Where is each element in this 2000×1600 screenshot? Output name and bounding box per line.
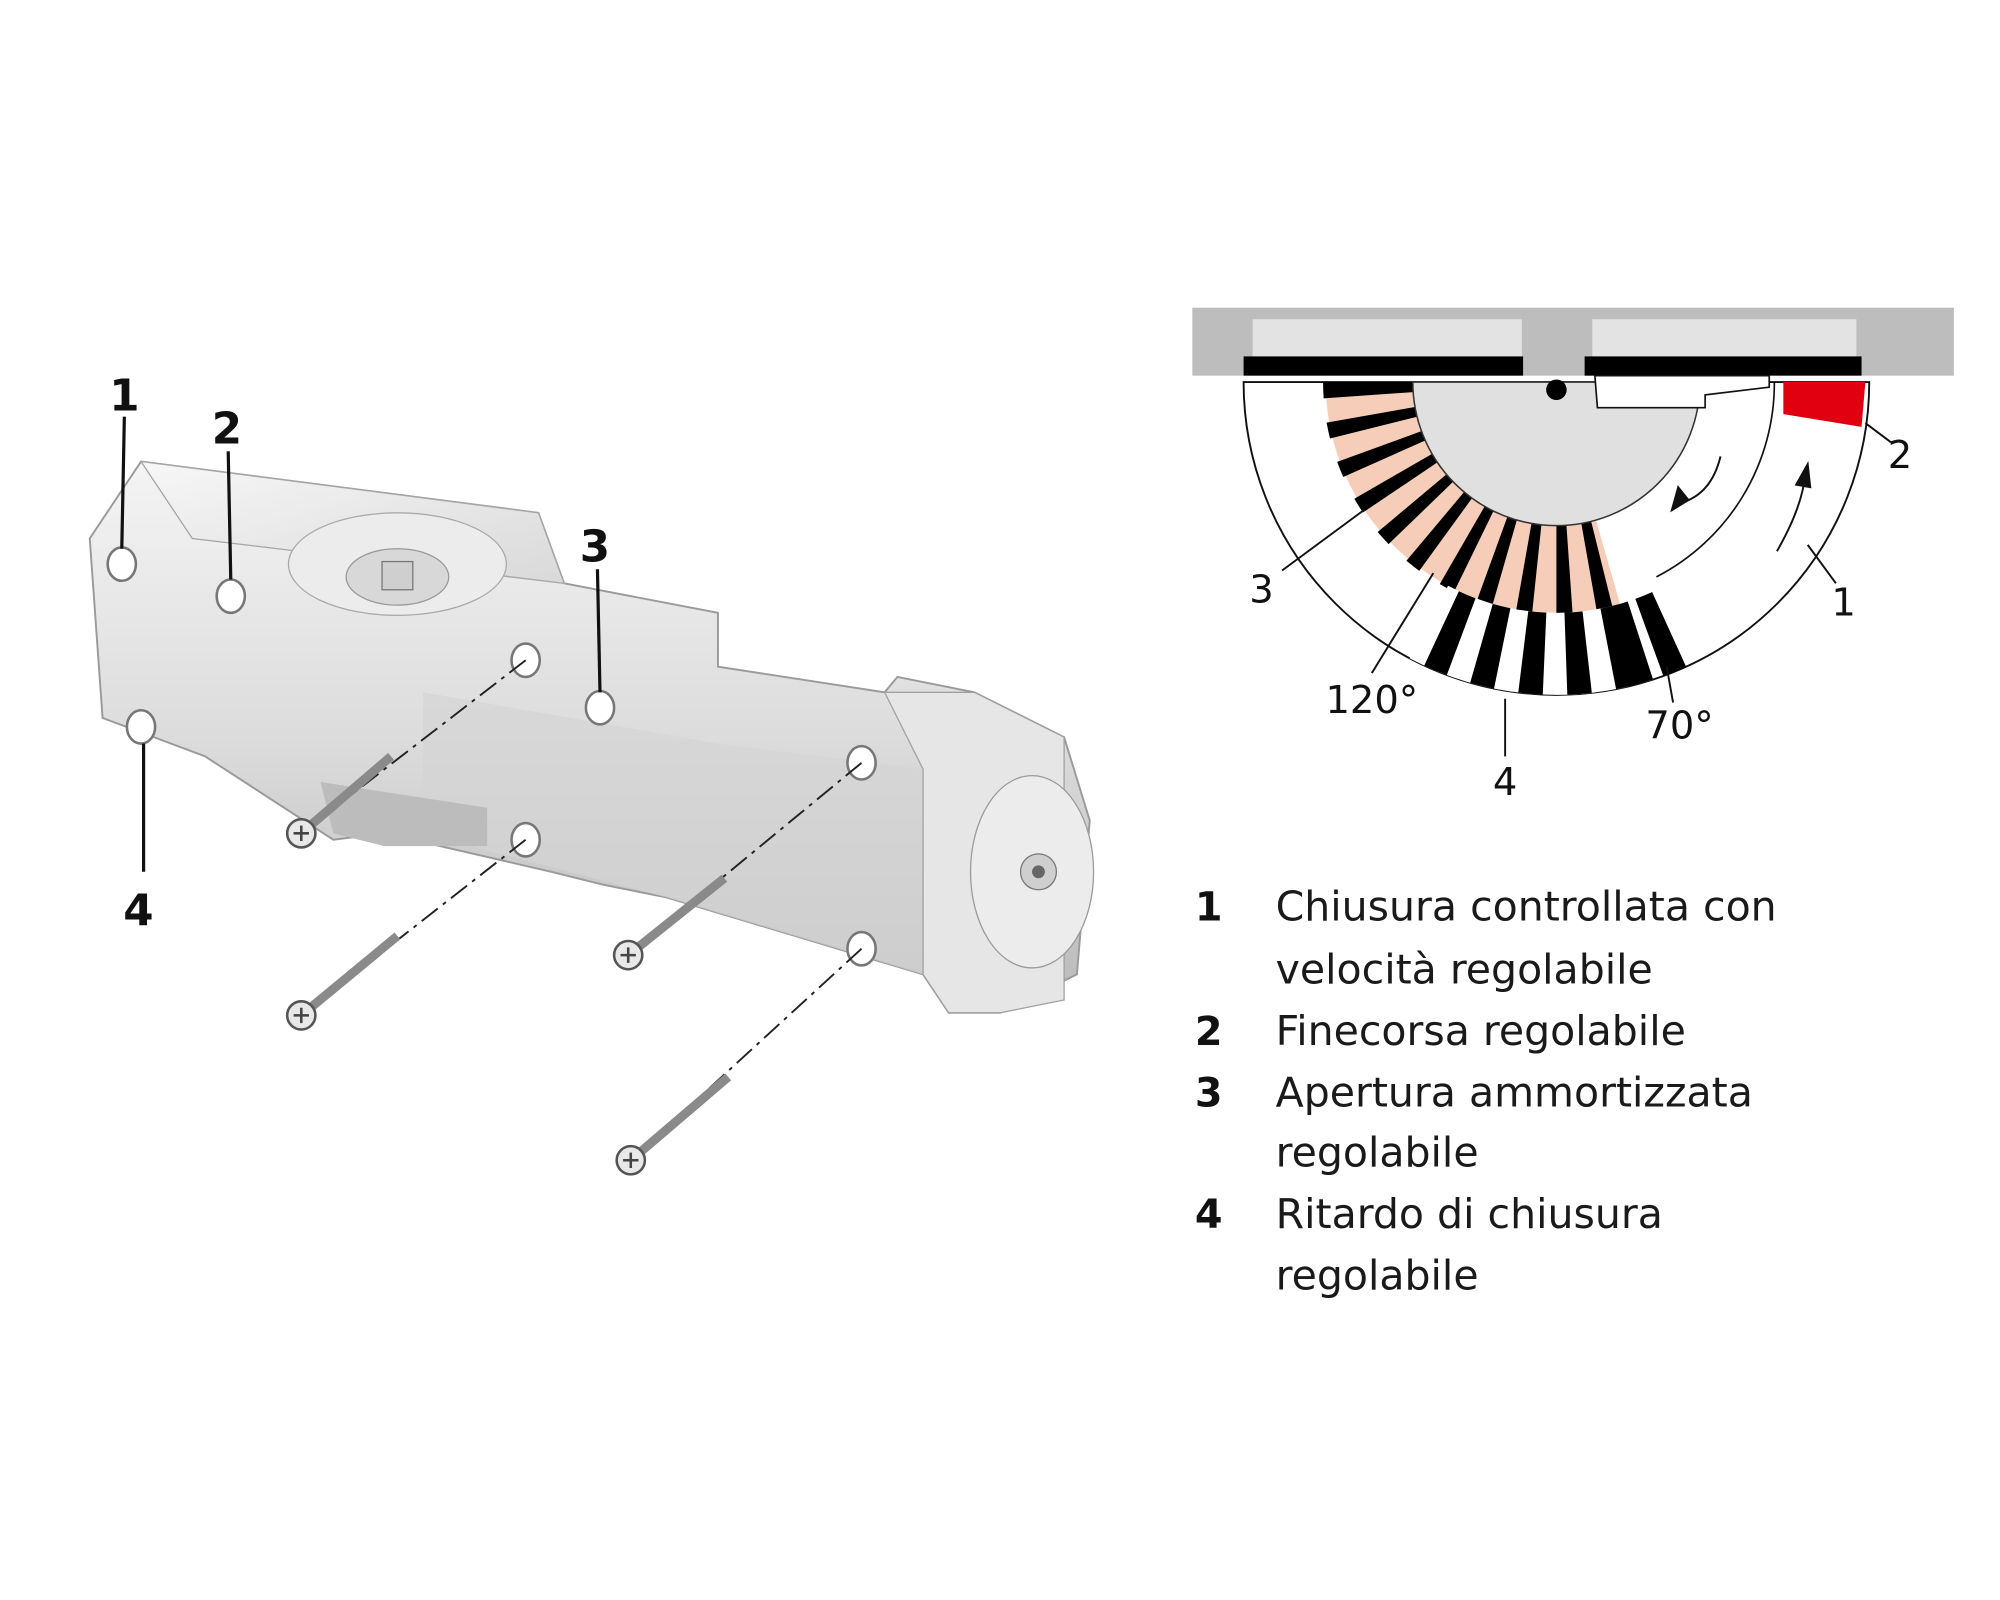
legend-text: regolabile [1276,1252,1479,1300]
cushion-stripe [1406,492,1473,571]
pivot-point [1546,379,1567,400]
product-callout-2: 2 [212,405,242,455]
legend-text: Apertura ammortizzata [1276,1068,1753,1116]
legend-item-2: 2 Finecorsa regolabile [1195,1007,1686,1055]
screws [285,753,732,1176]
angle-label-120: 120° [1325,678,1418,723]
legend-item-3: 3 Apertura ammortizzata regolabile [1195,1068,1753,1176]
legend-number: 3 [1195,1070,1223,1116]
cushion-stripe [1326,406,1418,439]
delay-stripe [1424,591,1476,676]
product-callout-3: 3 [580,523,610,573]
legend-text: Chiusura controllata con [1276,883,1777,931]
function-diagram: 2 1 3 4 120° 70° [1192,307,1954,805]
legend-text: regolabile [1276,1129,1479,1177]
diagram-callout-1: 1 [1831,580,1855,625]
legend-number: 2 [1195,1009,1223,1055]
legend-number: 1 [1195,885,1223,931]
cushion-stripe [1377,474,1454,545]
pivot-disc [1412,381,1701,527]
door-leaf-left [1243,356,1524,376]
phillips-slot-icon [293,1007,309,1024]
delay-stripe [1635,592,1687,677]
door-closer-body [88,460,1095,1014]
legend-item-4: 4 Ritardo di chiusura regolabile [1195,1190,1663,1300]
legend-item-1: 1 Chiusura controllata con velocità rego… [1195,883,1777,994]
angle-label-70: 70° [1645,703,1713,748]
legend-text: Finecorsa regolabile [1276,1007,1686,1055]
cushion-stripe [1515,523,1542,615]
diagram-callout-4: 4 [1493,760,1517,805]
delay-stripe [1612,601,1654,686]
cushion-stripe [1337,431,1426,477]
delay-stripe [1564,611,1592,695]
cushion-stripe [1476,516,1517,607]
diagram-leaders [1281,422,1892,757]
cushion-stripe [1581,521,1613,612]
diagram-callout-3: 3 [1249,568,1273,613]
delay-stripe [1470,603,1511,689]
legend-number: 4 [1195,1192,1223,1238]
product-callout-4: 4 [123,887,153,937]
phillips-slot-icon [293,825,309,842]
screw-shaft [627,1073,732,1164]
delay-stripe [1518,611,1547,695]
arm-bracket [1593,374,1771,409]
diagram-callout-2: 2 [1888,433,1912,478]
product-callout-leaders [120,416,602,872]
direction-arrows [1670,456,1812,552]
mounting-holes [106,546,877,967]
legend-text: velocità regolabile [1276,945,1653,993]
cushion-stripe [1354,453,1438,513]
door-leaf-right [1584,356,1862,376]
product-callout-1: 1 [109,371,139,421]
cushion-stripe [1323,382,1414,399]
screw-shaft [298,932,401,1019]
cushion-stripe [1439,506,1494,592]
screw-shaft [625,874,728,959]
legend-text: Ritardo di chiusura [1276,1190,1663,1238]
legend: 1 Chiusura controllata con velocità rego… [1195,883,1777,1300]
screw-shaft [298,753,394,837]
adjustment-zones [1323,382,1687,695]
door-panel-left [1252,319,1522,357]
door-panel-right [1592,319,1857,357]
phillips-slot-icon [620,947,636,963]
phillips-slot-icon [623,1152,639,1168]
cushion-stripe [1556,525,1573,616]
end-stop-block [1783,382,1866,427]
